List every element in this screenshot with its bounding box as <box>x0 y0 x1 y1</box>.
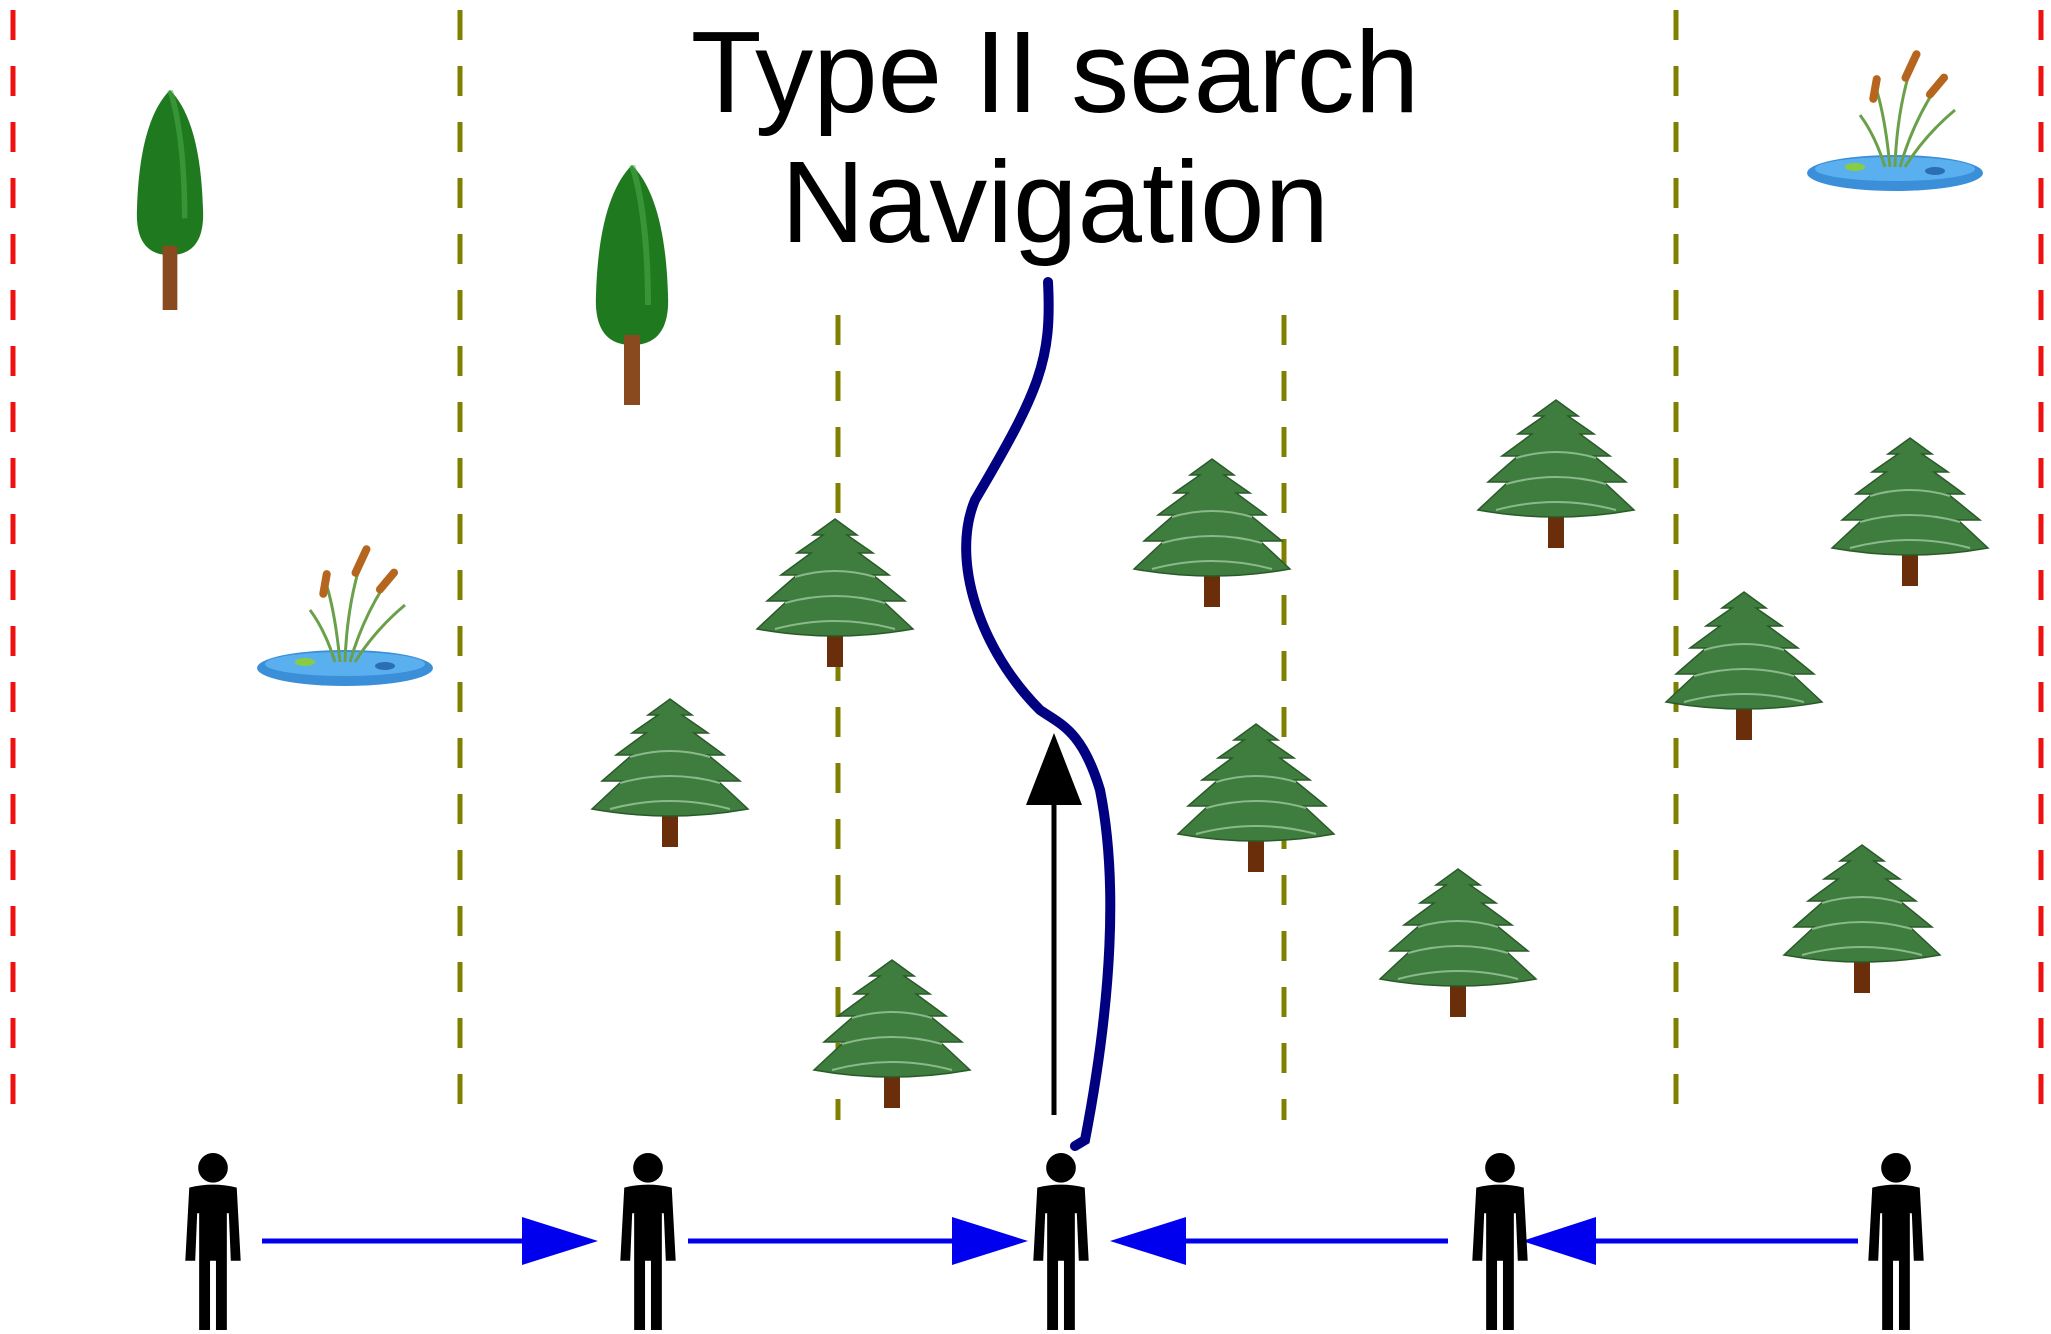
cattail-pond-icon <box>255 542 435 688</box>
pine-tree-icon <box>1133 458 1291 607</box>
person-icon <box>1033 1152 1089 1330</box>
person-icon <box>1472 1152 1528 1330</box>
sweep-arrow-2-head <box>952 1217 1028 1265</box>
pine-tree-icon <box>1177 723 1335 872</box>
pine-tree-icon <box>1477 399 1635 548</box>
person-icon <box>185 1152 241 1330</box>
pine-tree-icon <box>756 518 914 667</box>
heading-arrow-head <box>1026 733 1082 805</box>
person-icon <box>620 1152 676 1330</box>
person-icon <box>1868 1152 1924 1330</box>
pine-tree-icon <box>813 959 971 1108</box>
title-line-2: Navigation <box>781 137 1329 267</box>
cattail-pond-icon <box>1805 47 1985 193</box>
pine-tree-icon <box>1379 868 1537 1017</box>
deciduous-tree-icon <box>137 90 203 310</box>
deciduous-tree-icon <box>596 165 668 405</box>
pine-tree-icon <box>591 698 749 847</box>
navigation-path <box>961 277 1116 1151</box>
pine-tree-icon <box>1831 437 1989 586</box>
pine-tree-icon <box>1665 591 1823 740</box>
pine-tree-icon <box>1783 844 1941 993</box>
sweep-arrow-4-head <box>1522 1217 1596 1265</box>
sweep-arrow-3-head <box>1110 1217 1186 1265</box>
title-line-1: Type II search <box>691 7 1420 137</box>
sweep-arrow-1-head <box>522 1217 598 1265</box>
